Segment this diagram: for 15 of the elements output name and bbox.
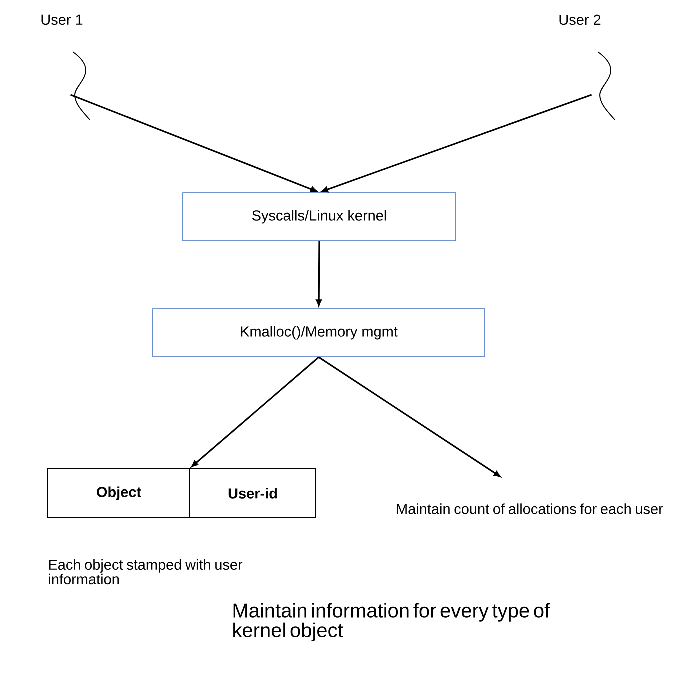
- process-box: Syscalls/Linux kernel: [182, 192, 456, 242]
- caption-text: User 2: [560, 14, 601, 26]
- squiggle-line: [598, 52, 616, 120]
- squiggle-line: [72, 52, 90, 120]
- arrow: [322, 94, 592, 193]
- arrow: [318, 356, 501, 478]
- arrow: [316, 241, 322, 306]
- arrow: [192, 356, 320, 468]
- caption-text: User 1: [42, 14, 83, 26]
- note-text: Maintain information for every type of kernel object: [234, 603, 550, 642]
- arrow: [70, 94, 318, 192]
- process-box: Kmalloc()/Memory mgmt: [152, 308, 486, 358]
- record-table: Object User-id: [48, 468, 316, 518]
- text-note: Maintain count of allocations for each user: [397, 504, 664, 514]
- caption-text: Each object stamped with user information: [49, 559, 243, 585]
